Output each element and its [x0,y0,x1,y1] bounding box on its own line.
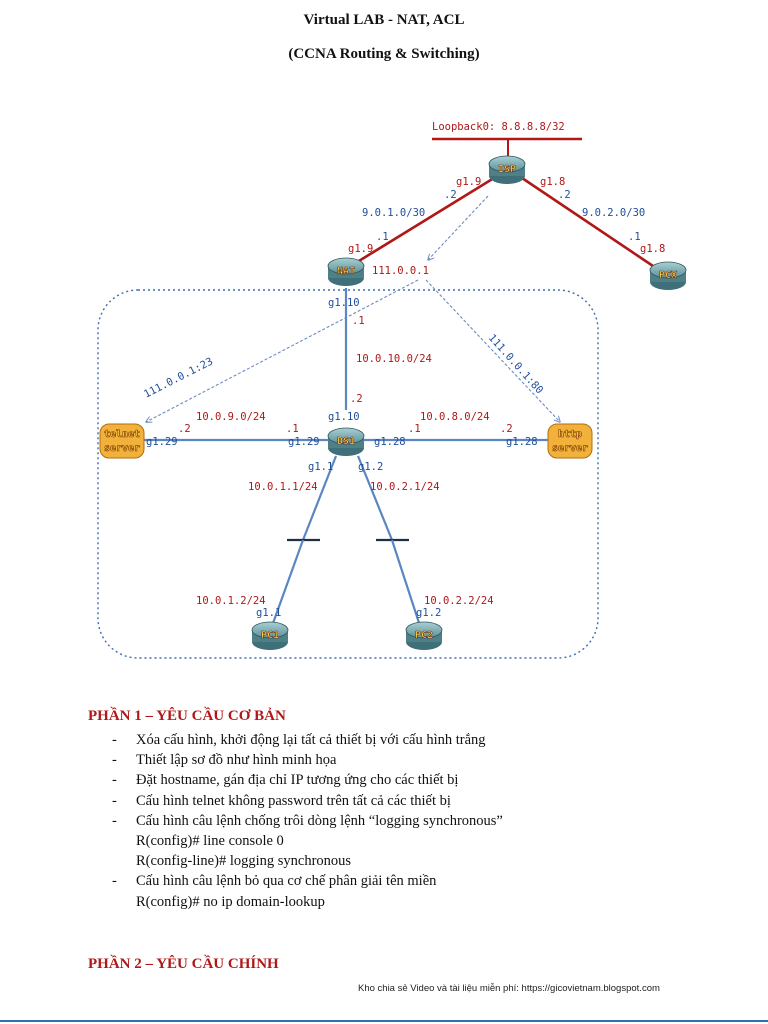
router-pcx[interactable]: PCX [649,261,687,290]
task-item: - Cấu hình câu lệnh chống trôi dòng lệnh … [112,811,503,831]
router-pc2[interactable]: PC2 [405,621,443,650]
command-line: R(config-line)# logging synchronous [136,853,352,870]
router-pc1-label: PC1 [261,630,279,641]
isp-g18-label: g1.8 [540,176,565,188]
ds1-g12-ip-label: 10.0.2.1/24 [370,481,440,493]
ds1-g110-label: g1.10 [328,411,360,423]
link-isp-nat [353,176,495,266]
command-line: R(config)# line console 0 [136,833,284,850]
ds1-g12-label: g1.2 [358,461,383,473]
telnet-server-label-line2: server [104,443,140,454]
telnet-host-label: .2 [178,423,191,435]
server-telnet[interactable]: telnet server [99,423,145,459]
telnet-g129-label: g1.29 [146,436,178,448]
link-vlan1-pc1 [270,539,305,627]
router-pcx-label: PCX [659,270,677,281]
arrow-nat-to-http [425,279,560,422]
task-item: - Cấu hình câu lệnh bỏ qua cơ chế phân gi… [112,871,503,891]
ds1-g129-label: g1.29 [288,436,320,448]
http-host-label: .2 [500,423,513,435]
nat-public-ip-label: 111.0.0.1 [372,265,429,277]
net-telnet-label: 10.0.9.0/24 [196,411,266,423]
link-vlan2-pc2 [390,539,422,627]
router-nat[interactable]: NAT [327,257,365,286]
isp-right-host-label: .2 [558,189,571,201]
task-text: Cấu hình câu lệnh bỏ qua cơ chế phân giả… [136,873,437,890]
task-item: - Cấu hình telnet không password trên tất… [112,791,503,811]
task-item: - Xóa cấu hình, khởi động lại tất cả thiế… [112,730,503,750]
page-title: Virtual LAB - NAT, ACL [303,12,465,28]
nat-host-label: .1 [376,231,389,243]
command-line: R(config)# no ip domain-lookup [136,893,325,910]
nat-g19-label: g1.9 [348,243,373,255]
network-diagram: ISP NAT PCX DS1 PC1 PC2 telnet s [97,121,687,659]
bullet-dash: - [112,732,117,748]
telnet-server-label-line1: telnet [104,429,140,440]
bullet-dash: - [112,873,117,890]
footer-divider [0,1020,768,1022]
bullet-dash: - [112,752,117,769]
ds1-right-host-label: .1 [408,423,421,435]
task-text: Cấu hình câu lệnh chống trôi dòng lệnh “… [136,812,503,829]
bullet-dash: - [112,812,117,829]
net-isp-pcx-label: 9.0.2.0/30 [582,207,645,219]
loopback-label: Loopback0: 8.8.8.8/32 [432,121,565,133]
link-ds1-vlan1 [301,455,338,541]
task-item: - Đặt hostname, gán địa chỉ IP tương ứng … [112,770,503,790]
pc2-ip-label: 10.0.2.2/24 [424,595,494,607]
isp-left-host-label: .2 [444,189,457,201]
router-ds1-label: DS1 [337,436,355,447]
router-pc1[interactable]: PC1 [251,621,289,650]
task-text: Xóa cấu hình, khởi động lại tất cả thiết… [136,732,486,748]
ds1-g128-label: g1.28 [374,436,406,448]
telnet-map-label: 111.0.0.1:23 [142,356,215,401]
ds1-g11-ip-label: 10.0.1.1/24 [248,481,318,493]
http-server-label-line2: server [552,443,588,454]
pcx-g18-label: g1.8 [640,243,665,255]
task-text: Cấu hình telnet không password trên tất … [136,792,451,809]
part1-heading: PHẦN 1 – YÊU CẦU CƠ BẢN [88,708,286,724]
part2-heading: PHẦN 2 – YÊU CẦU CHÍNH [88,956,279,972]
net-http-label: 10.0.8.0/24 [420,411,490,423]
router-ds1[interactable]: DS1 [327,427,365,456]
pc2-g12-label: g1.2 [416,607,441,619]
net-nat-ds1-label: 10.0.10.0/24 [356,353,432,365]
pcx-host-label: .1 [628,231,641,243]
isp-g19-label: g1.9 [456,176,481,188]
inside-network-boundary [97,289,599,659]
router-pc2-label: PC2 [415,630,433,641]
link-isp-pcx [521,176,657,270]
bullet-dash: - [112,772,117,789]
footer-text: Kho chia sẻ Video và tài liệu miễn phí: … [358,983,660,994]
http-map-label: 111.0.0.1:80 [486,332,546,396]
task-item: - Thiết lập sơ đồ như hình minh họa [112,750,503,770]
pc1-ip-label: 10.0.1.2/24 [196,595,266,607]
nat-g110-label: g1.10 [328,297,360,309]
router-isp[interactable]: ISP [488,155,526,184]
link-ds1-vlan2 [356,455,394,541]
server-http[interactable]: http server [547,423,593,459]
net-isp-nat-label: 9.0.1.0/30 [362,207,425,219]
bullet-dash: - [112,792,117,809]
ds1-uplink-host-label: .2 [350,393,363,405]
pc1-g11-label: g1.1 [256,607,281,619]
router-isp-label: ISP [498,164,516,175]
ds1-left-host-label: .1 [286,423,299,435]
http-g128-label: g1.28 [506,436,538,448]
task-text: Thiết lập sơ đồ như hình minh họa [136,752,337,769]
nat-inside-host-label: .1 [352,315,365,327]
part1-task-list: - Xóa cấu hình, khởi động lại tất cả thiế… [112,730,503,912]
task-text: Đặt hostname, gán địa chỉ IP tương ứng c… [136,772,459,789]
page-subtitle: (CCNA Routing & Switching) [288,46,480,62]
http-server-label-line1: http [558,429,582,440]
router-nat-label: NAT [337,266,355,277]
ds1-g11-label: g1.1 [308,461,333,473]
arrow-nat-to-telnet [146,279,419,422]
arrow-isp-to-nat [428,195,489,260]
